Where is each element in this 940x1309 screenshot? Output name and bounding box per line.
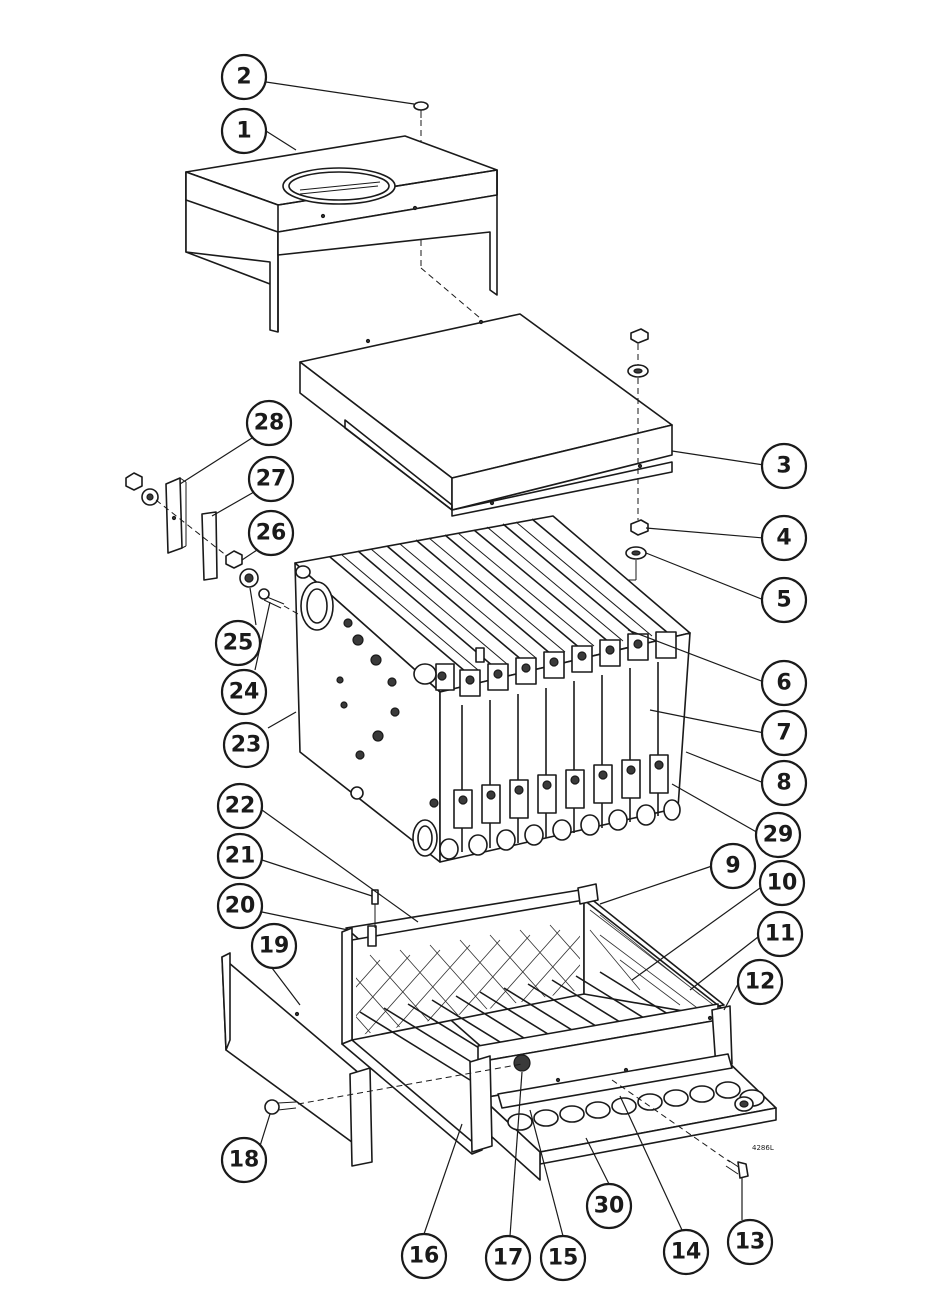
callout-label: 20 — [225, 894, 256, 919]
stud-hardware — [617, 328, 649, 635]
callout-label: 7 — [776, 721, 791, 746]
callout-1: 1 — [220, 107, 268, 155]
upper-header — [435, 631, 677, 697]
spacer-pin — [371, 889, 379, 928]
leader-lines — [179, 81, 765, 1237]
side-openings — [295, 565, 438, 857]
callout-label: 21 — [225, 844, 256, 869]
callout-7: 7 — [760, 709, 808, 757]
callout-label: 13 — [735, 1230, 766, 1255]
callout-label: 27 — [256, 467, 287, 492]
callout-6: 6 — [760, 659, 808, 707]
burner-tray — [341, 883, 733, 1155]
callout-label: 6 — [776, 671, 791, 696]
draft-hood — [185, 135, 498, 333]
callout-17: 17 — [484, 1234, 532, 1282]
callout-28: 28 — [245, 399, 293, 447]
callout-label: 1 — [236, 119, 251, 144]
callout-label: 22 — [225, 794, 256, 819]
callout-25: 25 — [214, 619, 262, 667]
heat-exchanger — [294, 515, 691, 863]
callout-26: 26 — [247, 509, 295, 557]
callout-label: 5 — [776, 588, 791, 613]
callout-13: 13 — [726, 1218, 774, 1266]
callout-label: 19 — [259, 934, 290, 959]
callout-label: 9 — [725, 854, 740, 879]
callout-label: 30 — [594, 1194, 625, 1219]
drawing-reference-code: 4286L — [752, 1144, 774, 1152]
side-shield — [221, 952, 373, 1167]
callout-8: 8 — [760, 759, 808, 807]
burner-manifold: 4286L — [469, 1053, 777, 1181]
callout-label: 14 — [671, 1240, 702, 1265]
callout-label: 11 — [765, 922, 796, 947]
lower-header — [429, 754, 681, 860]
callout-11: 11 — [756, 910, 804, 958]
callout-label: 29 — [763, 823, 794, 848]
callout-label: 2 — [236, 65, 251, 90]
bolt-right — [725, 1159, 749, 1179]
callout-label: 15 — [548, 1246, 579, 1271]
callout-label: 8 — [776, 771, 791, 796]
callout-label: 4 — [776, 526, 791, 551]
callout-9: 9 — [709, 842, 757, 890]
callout-3: 3 — [760, 442, 808, 490]
right-mesh-panel — [589, 909, 721, 1011]
callout-18: 18 — [220, 1136, 268, 1184]
callout-label: 10 — [767, 871, 798, 896]
callout-15: 15 — [539, 1234, 587, 1282]
callout-24: 24 — [220, 668, 268, 716]
left-bracket-hardware — [125, 472, 299, 615]
mesh-panel — [356, 919, 580, 1036]
callout-label: 17 — [493, 1246, 524, 1271]
callout-30: 30 — [585, 1182, 633, 1230]
callout-23: 23 — [222, 721, 270, 769]
callout-14: 14 — [662, 1228, 710, 1276]
callout-label: 3 — [776, 454, 791, 479]
bolt-left — [264, 1063, 523, 1115]
callout-27: 27 — [247, 455, 295, 503]
callout-16: 16 — [400, 1232, 448, 1280]
callout-label: 26 — [256, 521, 287, 546]
callout-22: 22 — [216, 782, 264, 830]
callout-5: 5 — [760, 576, 808, 624]
callout-19: 19 — [250, 922, 298, 970]
callout-10: 10 — [758, 859, 806, 907]
callout-label: 25 — [223, 631, 254, 656]
callout-12: 12 — [736, 958, 784, 1006]
callout-label: 28 — [254, 411, 285, 436]
callout-4: 4 — [760, 514, 808, 562]
callout-20: 20 — [216, 882, 264, 930]
flue-collector — [299, 313, 673, 517]
callout-label: 24 — [229, 680, 260, 705]
callout-label: 18 — [229, 1148, 260, 1173]
callout-label: 12 — [745, 970, 776, 995]
callout-label: 16 — [409, 1244, 440, 1269]
heat-exchanger-fins — [329, 518, 669, 673]
callout-29: 29 — [754, 811, 802, 859]
callout-21: 21 — [216, 832, 264, 880]
callout-2: 2 — [220, 53, 268, 101]
callout-label: 23 — [231, 733, 262, 758]
